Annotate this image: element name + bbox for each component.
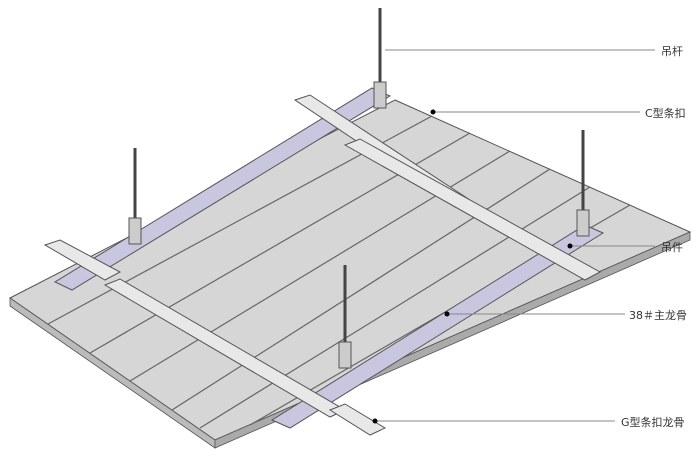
label-c-strip-clip: C型条扣 <box>645 107 686 120</box>
g-strip-keels <box>43 94 602 436</box>
label-hanger: 吊件 <box>661 241 683 254</box>
label-g-strip-keel: G型条扣龙骨 <box>621 416 685 429</box>
label-main-keel: 38＃主龙骨 <box>629 309 687 322</box>
leader-dots <box>372 109 573 424</box>
label-hanger-rod: 吊杆 <box>661 45 683 58</box>
leader-lines <box>375 49 655 422</box>
hangers <box>128 81 590 369</box>
